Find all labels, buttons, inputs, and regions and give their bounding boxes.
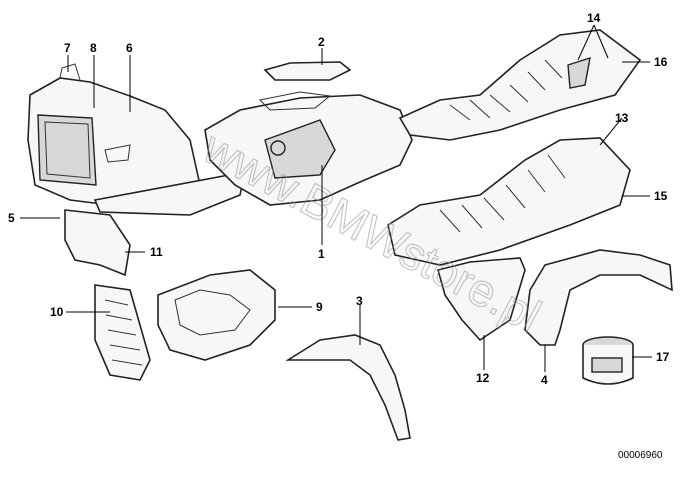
callout-8: 8 — [90, 41, 97, 55]
callout-16: 16 — [654, 55, 668, 69]
callout-13: 13 — [615, 111, 629, 125]
callout-14: 14 — [587, 11, 601, 25]
side-cover — [437, 257, 526, 342]
paint-can — [582, 336, 634, 385]
callout-4: 4 — [541, 373, 548, 387]
tank-cover — [263, 61, 352, 81]
callout-12: 12 — [476, 371, 490, 385]
inner-panel — [157, 269, 276, 361]
callout-15: 15 — [654, 189, 668, 203]
callout-17: 17 — [656, 350, 670, 364]
seat-upper — [398, 29, 642, 141]
fuel-tank — [204, 91, 413, 206]
callout-1: 1 — [318, 247, 325, 261]
rear-fender — [524, 249, 673, 346]
callout-9: 9 — [316, 300, 323, 314]
callout-2: 2 — [318, 35, 325, 49]
callout-6: 6 — [126, 41, 133, 55]
callout-7: 7 — [64, 41, 71, 55]
callout-3: 3 — [356, 294, 363, 308]
bracket — [64, 209, 131, 277]
callout-10: 10 — [50, 305, 64, 319]
callout-11: 11 — [150, 245, 163, 259]
callout-5: 5 — [8, 211, 15, 225]
front-fender — [285, 334, 411, 441]
grille — [94, 284, 151, 381]
leader-lines — [20, 24, 652, 372]
seat-lower — [387, 137, 631, 266]
reference-number: 00006960 — [618, 450, 663, 461]
fairing — [27, 63, 247, 216]
